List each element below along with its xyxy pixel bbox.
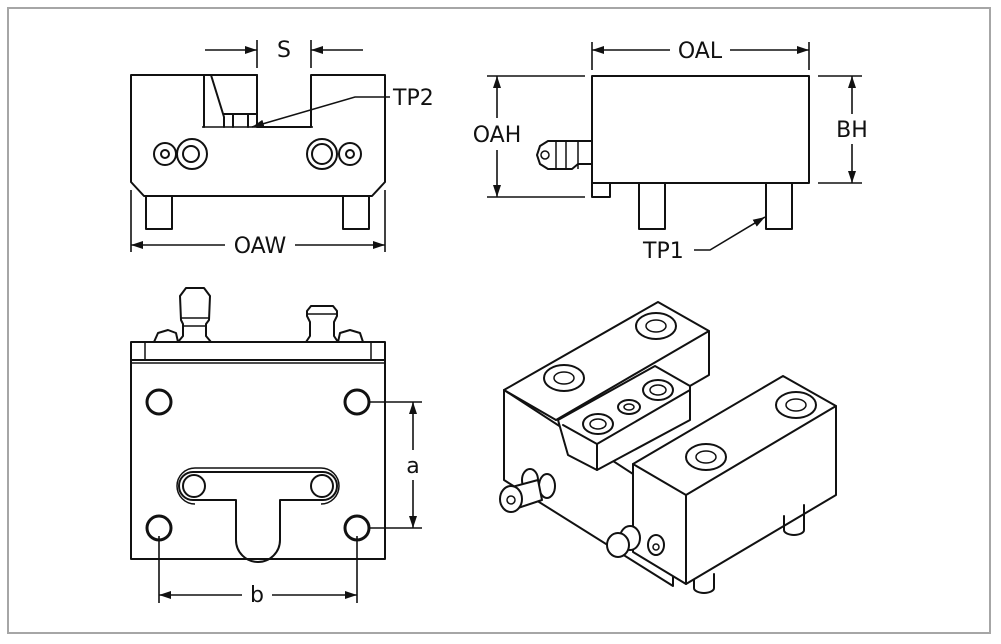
front-pin-left (145, 195, 173, 230)
dimension-label-a: a (406, 454, 419, 479)
iso-screw (685, 443, 727, 471)
front-view: S TP2 OAW (130, 38, 434, 259)
dimension-a (368, 401, 422, 529)
side-view: OAL OAH BH TP1 (473, 39, 868, 264)
side-body (591, 75, 810, 184)
dimension-label-oal: OAL (678, 39, 723, 64)
side-plunger (536, 140, 593, 170)
dimension-label-oaw: OAW (234, 234, 287, 259)
front-screw-right (306, 138, 362, 170)
side-pin-left (638, 182, 666, 230)
dimension-oal (591, 42, 810, 70)
iso-screw (635, 312, 677, 340)
dimension-label-b: b (250, 583, 264, 608)
iso-plunger-left (499, 468, 556, 513)
isometric-view (499, 301, 837, 594)
callout-label-tp1: TP1 (642, 239, 684, 264)
iso-screw (543, 364, 585, 392)
iso-plunger-right (606, 525, 665, 558)
iso-screw (775, 391, 817, 419)
bottom-grease-fitting-right (305, 305, 364, 343)
dimension-s (205, 40, 363, 68)
callout-tp1 (694, 216, 766, 251)
iso-wedge-screws (582, 379, 674, 435)
dimension-label-oah: OAH (473, 123, 522, 148)
dimension-oah (487, 75, 585, 198)
dimension-bh (818, 75, 862, 184)
dimension-oaw (130, 190, 386, 252)
callout-tp2 (251, 96, 390, 128)
front-slot-insert (203, 74, 258, 128)
bottom-grease-fitting-left (153, 287, 212, 343)
iso-front-block (632, 375, 837, 585)
iso-wedge (557, 365, 691, 471)
bottom-t-slot (178, 471, 338, 563)
bottom-hole (145, 388, 173, 416)
drawing-frame (7, 7, 991, 634)
dimension-label-s: S (277, 38, 291, 63)
callout-label-tp2: TP2 (392, 86, 434, 111)
dimension-b (158, 536, 358, 603)
bottom-view: a b (130, 287, 422, 608)
side-pin-right (765, 182, 793, 230)
front-body-outline (130, 74, 386, 197)
bottom-hole (343, 388, 371, 416)
side-foot (591, 182, 611, 198)
front-screw-left (153, 138, 208, 170)
bottom-body (130, 341, 386, 560)
front-pin-right (342, 195, 370, 230)
dimension-label-bh: BH (836, 118, 868, 143)
